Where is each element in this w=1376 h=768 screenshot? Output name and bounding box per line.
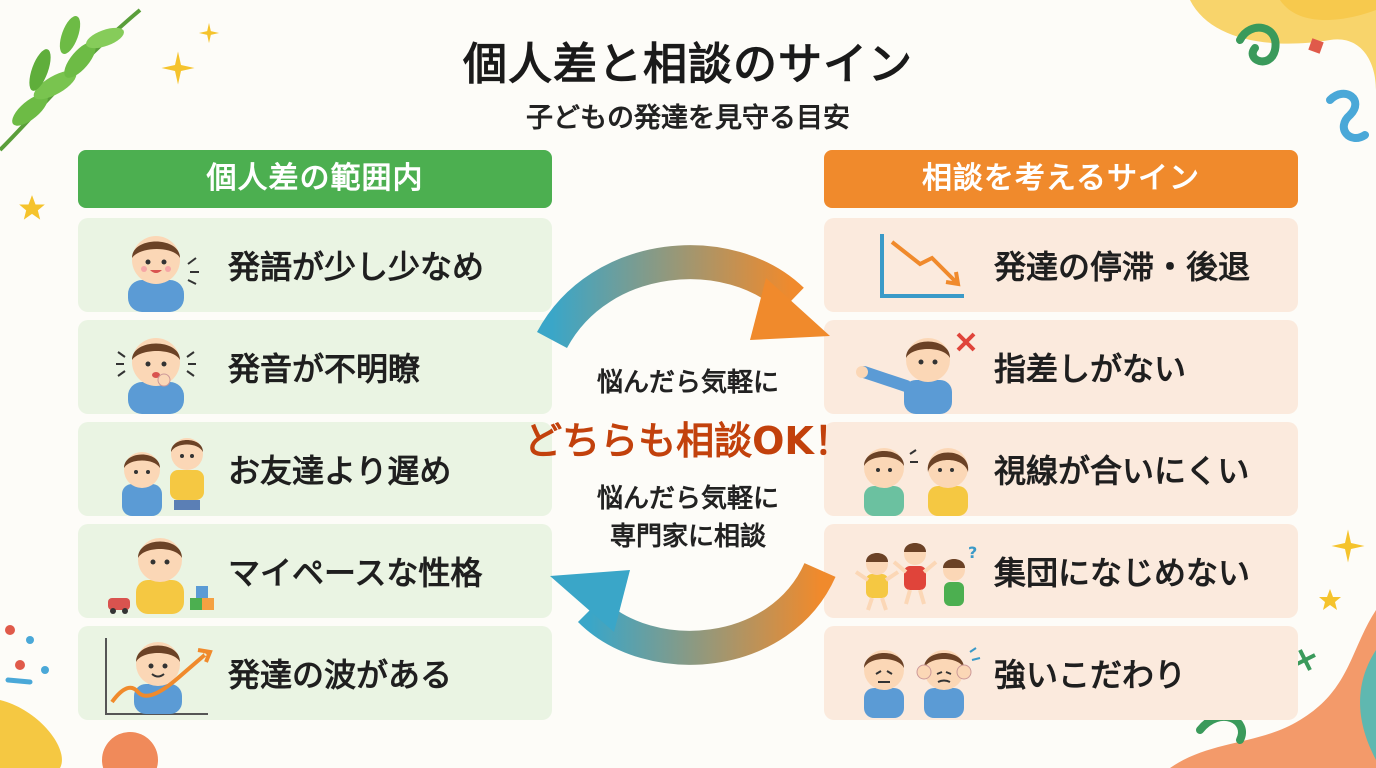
declining-chart-icon (824, 218, 994, 312)
child-pointing-cross-icon (824, 320, 994, 414)
child-speaking-icon (78, 218, 228, 312)
card-label: 発達の波がある (228, 656, 453, 694)
child-covering-ears-icon (824, 626, 994, 720)
right-card: ? 集団になじめない (824, 524, 1298, 618)
svg-text:?: ? (968, 543, 977, 562)
center-prompt-line: 悩んだら気軽に (596, 484, 779, 514)
left-card: お友達より遅め (78, 422, 552, 516)
card-label: 強いこだわり (994, 656, 1187, 694)
children-no-eye-contact-icon (824, 422, 994, 516)
right-column-header: 相談を考えるサイン (824, 150, 1298, 208)
top-right-blob-decoration (1190, 0, 1376, 142)
center-prompt-line: 専門家に相談 (609, 522, 766, 552)
star-icon (198, 22, 220, 44)
star-icon (1331, 529, 1365, 563)
bottom-left-blob-decoration (0, 625, 158, 768)
left-column-header: 個人差の範囲内 (78, 150, 552, 208)
center-prompt-top: 悩んだら気軽に (596, 368, 779, 398)
right-card: 視線が合いにくい (824, 422, 1298, 516)
child-growth-chart-icon (78, 626, 228, 720)
child-unclear-speech-icon (78, 320, 228, 414)
card-label: 発語が少し少なめ (228, 248, 485, 286)
page-subtitle: 子どもの発達を見守る目安 (526, 103, 850, 134)
card-label: 発達の停滞・後退 (994, 248, 1251, 286)
leaf-branch-decoration (0, 8, 142, 152)
child-playing-blocks-icon (78, 524, 228, 618)
card-label: 集団になじめない (994, 554, 1251, 592)
left-card: 発達の波がある (78, 626, 552, 720)
card-label: 視線が合いにくい (994, 452, 1250, 490)
right-card: 指差しがない (824, 320, 1298, 414)
bottom-right-blob-decoration (1170, 610, 1376, 768)
top-arrow (537, 245, 804, 349)
center-emphasis: どちらも相談OK！ (524, 419, 852, 463)
card-label: 指差しがない (994, 350, 1187, 388)
star-icon (1319, 589, 1341, 610)
page-title: 個人差と相談のサイン (463, 39, 913, 90)
card-label: 発音が不明瞭 (228, 350, 421, 388)
left-card: 発音が不明瞭 (78, 320, 552, 414)
star-icon (19, 195, 45, 220)
left-card: マイペースな性格 (78, 524, 552, 618)
cycle-arrows (537, 245, 836, 665)
star-icon (161, 51, 195, 85)
center-prompt-bottom: 悩んだら気軽に 専門家に相談 (560, 480, 816, 556)
child-alone-group-icon: ? (824, 524, 994, 618)
card-label: お友達より遅め (228, 452, 452, 490)
card-label: マイペースな性格 (228, 554, 483, 592)
two-children-icon (78, 422, 228, 516)
right-card: 強いこだわり (824, 626, 1298, 720)
right-card: 発達の停滞・後退 (824, 218, 1298, 312)
left-card: 発語が少し少なめ (78, 218, 552, 312)
bottom-arrow (577, 562, 836, 665)
